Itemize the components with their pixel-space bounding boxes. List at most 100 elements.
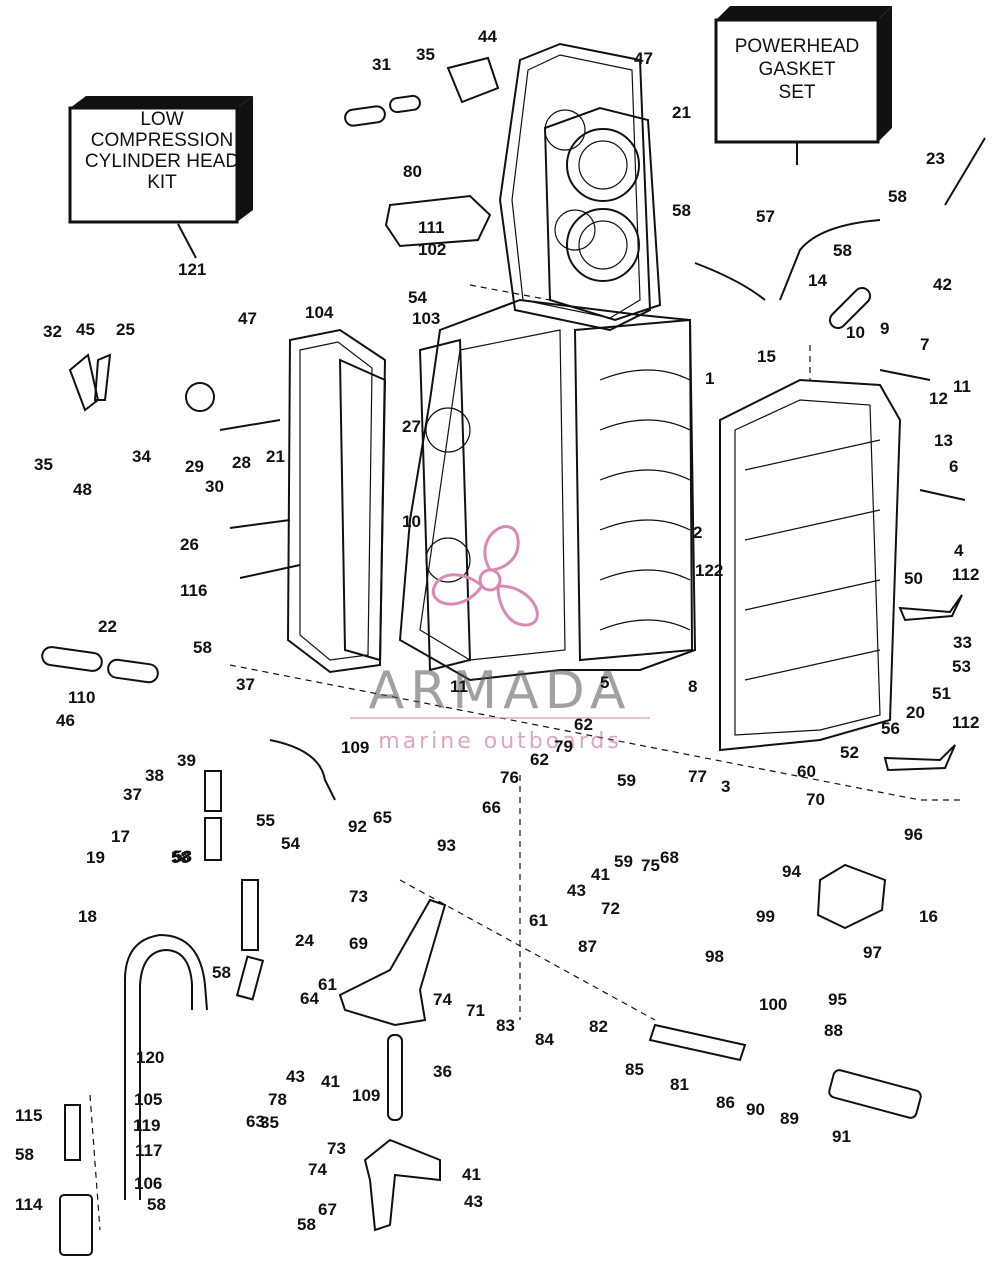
callout-19: 19 — [86, 848, 105, 867]
watermark: ARMADA marine outboards — [350, 525, 650, 754]
callout-52: 52 — [840, 743, 859, 762]
callout-32: 32 — [43, 322, 62, 341]
powerhead-line-1: POWERHEAD — [735, 36, 860, 57]
callout-59: 59 — [614, 852, 633, 871]
callout-54: 54 — [408, 288, 427, 307]
callout-3: 3 — [721, 777, 730, 796]
callout-106: 106 — [134, 1174, 162, 1193]
callout-121: 121 — [178, 260, 206, 279]
callout-29: 29 — [185, 457, 204, 476]
callout-12: 12 — [929, 389, 948, 408]
callout-100: 100 — [759, 995, 787, 1014]
callout-9: 9 — [880, 319, 889, 338]
callout-11: 11 — [953, 377, 971, 396]
powerhead-gasket-set-box: POWERHEAD GASKET SET — [714, 6, 892, 165]
callout-65: 65 — [373, 808, 392, 827]
callout-23: 23 — [926, 149, 945, 168]
callout-22: 22 — [98, 617, 117, 636]
lowcomp-line-3: CYLINDER HEAD — [85, 151, 239, 172]
callout-57: 57 — [756, 207, 775, 226]
dashed-alignment-lines — [89, 284, 960, 1231]
cylinder-block — [398, 298, 697, 682]
callout-70: 70 — [806, 790, 825, 809]
callout-27: 27 — [402, 417, 421, 436]
callout-53: 53 — [952, 657, 971, 676]
callout-26: 26 — [180, 535, 199, 554]
callout-62: 62 — [574, 715, 593, 734]
callout-61: 61 — [318, 975, 337, 994]
callout-5: 5 — [600, 673, 609, 692]
callout-28: 28 — [232, 453, 251, 472]
callout-48: 48 — [73, 480, 92, 499]
callout-93: 93 — [437, 836, 456, 855]
callout-66: 66 — [482, 798, 501, 817]
callout-58: 58 — [171, 848, 190, 867]
callout-89: 89 — [780, 1109, 799, 1128]
callout-73: 73 — [327, 1139, 346, 1158]
lowcomp-line-2: COMPRESSION — [91, 130, 234, 151]
side-cylinder-head — [286, 328, 387, 674]
propeller-logo — [431, 525, 539, 627]
callout-88: 88 — [824, 1021, 843, 1040]
callout-58: 58 — [833, 241, 852, 260]
callout-41: 41 — [591, 865, 610, 884]
callout-78: 78 — [268, 1090, 287, 1109]
callout-59: 59 — [617, 771, 636, 790]
low-compression-kit-box: LOW COMPRESSION CYLINDER HEAD KIT — [68, 96, 253, 259]
callout-43: 43 — [286, 1067, 305, 1086]
callout-16: 16 — [919, 907, 938, 926]
callout-41: 41 — [462, 1165, 481, 1184]
callout-42: 42 — [933, 275, 952, 294]
callout-31: 31 — [372, 55, 391, 74]
callout-62: 62 — [530, 750, 549, 769]
callout-96: 96 — [904, 825, 923, 844]
callout-37: 37 — [236, 675, 255, 694]
callout-120: 120 — [136, 1048, 164, 1067]
callout-119: 119 — [133, 1116, 160, 1135]
callout-69: 69 — [349, 934, 368, 953]
callout-112: 112 — [952, 565, 979, 584]
callout-43: 43 — [464, 1192, 483, 1211]
callout-84: 84 — [535, 1030, 554, 1049]
callout-37: 37 — [123, 785, 142, 804]
callout-45: 45 — [76, 320, 95, 339]
callout-17: 17 — [111, 827, 130, 846]
callout-7: 7 — [920, 335, 929, 354]
callout-58: 58 — [672, 201, 691, 220]
callout-110: 110 — [68, 688, 95, 707]
callout-71: 71 — [466, 1001, 485, 1020]
callout-104: 104 — [305, 303, 334, 322]
callout-35: 35 — [34, 455, 53, 474]
callout-94: 94 — [782, 862, 801, 881]
top-cylinder-head-cover — [498, 42, 652, 332]
callout-68: 68 — [660, 848, 679, 867]
callout-99: 99 — [756, 907, 775, 926]
callout-18: 18 — [78, 907, 97, 926]
callout-58: 58 — [147, 1195, 166, 1214]
callout-82: 82 — [589, 1017, 608, 1036]
callout-64: 64 — [300, 989, 319, 1008]
callout-13: 13 — [934, 431, 953, 450]
callout-79: 79 — [554, 737, 573, 756]
callout-2: 2 — [693, 523, 702, 542]
callout-102: 102 — [418, 240, 446, 259]
callout-67: 67 — [318, 1200, 337, 1219]
callout-77: 77 — [688, 767, 707, 786]
callout-92: 92 — [348, 817, 367, 836]
callout-38: 38 — [145, 766, 164, 785]
callout-34: 34 — [132, 447, 151, 466]
callout-58: 58 — [212, 963, 231, 982]
callout-74: 74 — [308, 1160, 327, 1179]
callout-105: 105 — [134, 1090, 162, 1109]
callout-33: 33 — [953, 633, 972, 652]
callout-4: 4 — [954, 541, 964, 560]
callout-54: 54 — [281, 834, 300, 853]
callout-51: 51 — [932, 684, 951, 703]
watermark-subtitle: marine outboards — [378, 729, 622, 754]
callout-25: 25 — [116, 320, 135, 339]
callout-35: 35 — [416, 45, 435, 64]
callout-10: 10 — [846, 323, 865, 342]
